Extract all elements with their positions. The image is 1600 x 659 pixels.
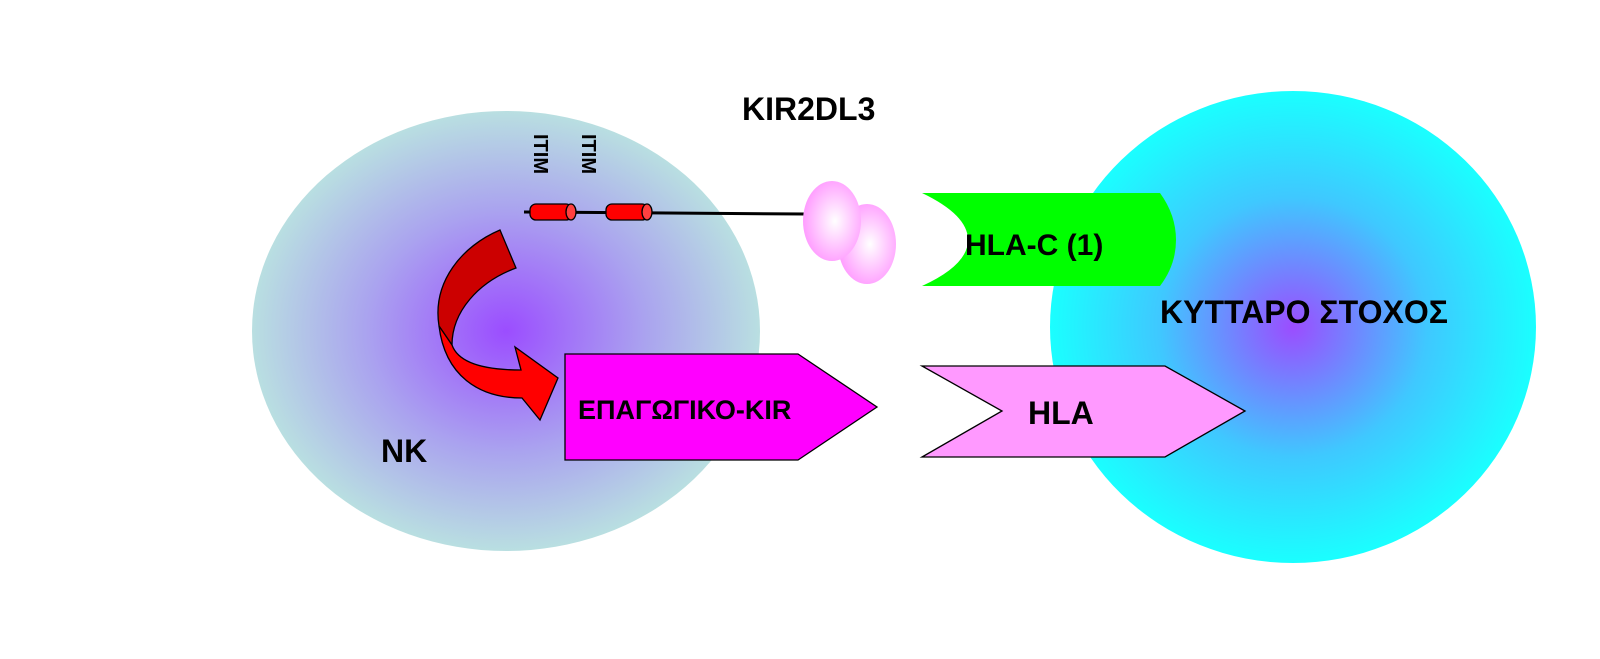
target-cell-label: ΚΥΤΤΑΡΟ ΣΤΟΧΟΣ [1160,294,1448,330]
itim-label-1: ITIM [529,134,551,174]
receptor-label: KIR2DL3 [742,91,875,127]
kir-domain [803,181,861,261]
hla-c-shape [922,193,1176,286]
itim-cylinder [605,203,653,221]
activating-kir-shape [564,353,879,461]
curved-arrow-icon [437,229,559,422]
nk-cell [252,111,760,551]
activating-kir-label: ΕΠΑΓΩΓΙΚΟ-KIR [578,395,791,425]
nk-cell-label: NK [381,433,427,469]
hla-label: HLA [1028,395,1094,431]
hla-shape [919,365,1247,458]
itim-cylinder [529,203,577,221]
hla-c-label: HLA-C (1) [965,229,1103,262]
itim-label-2: ITIM [577,134,599,174]
